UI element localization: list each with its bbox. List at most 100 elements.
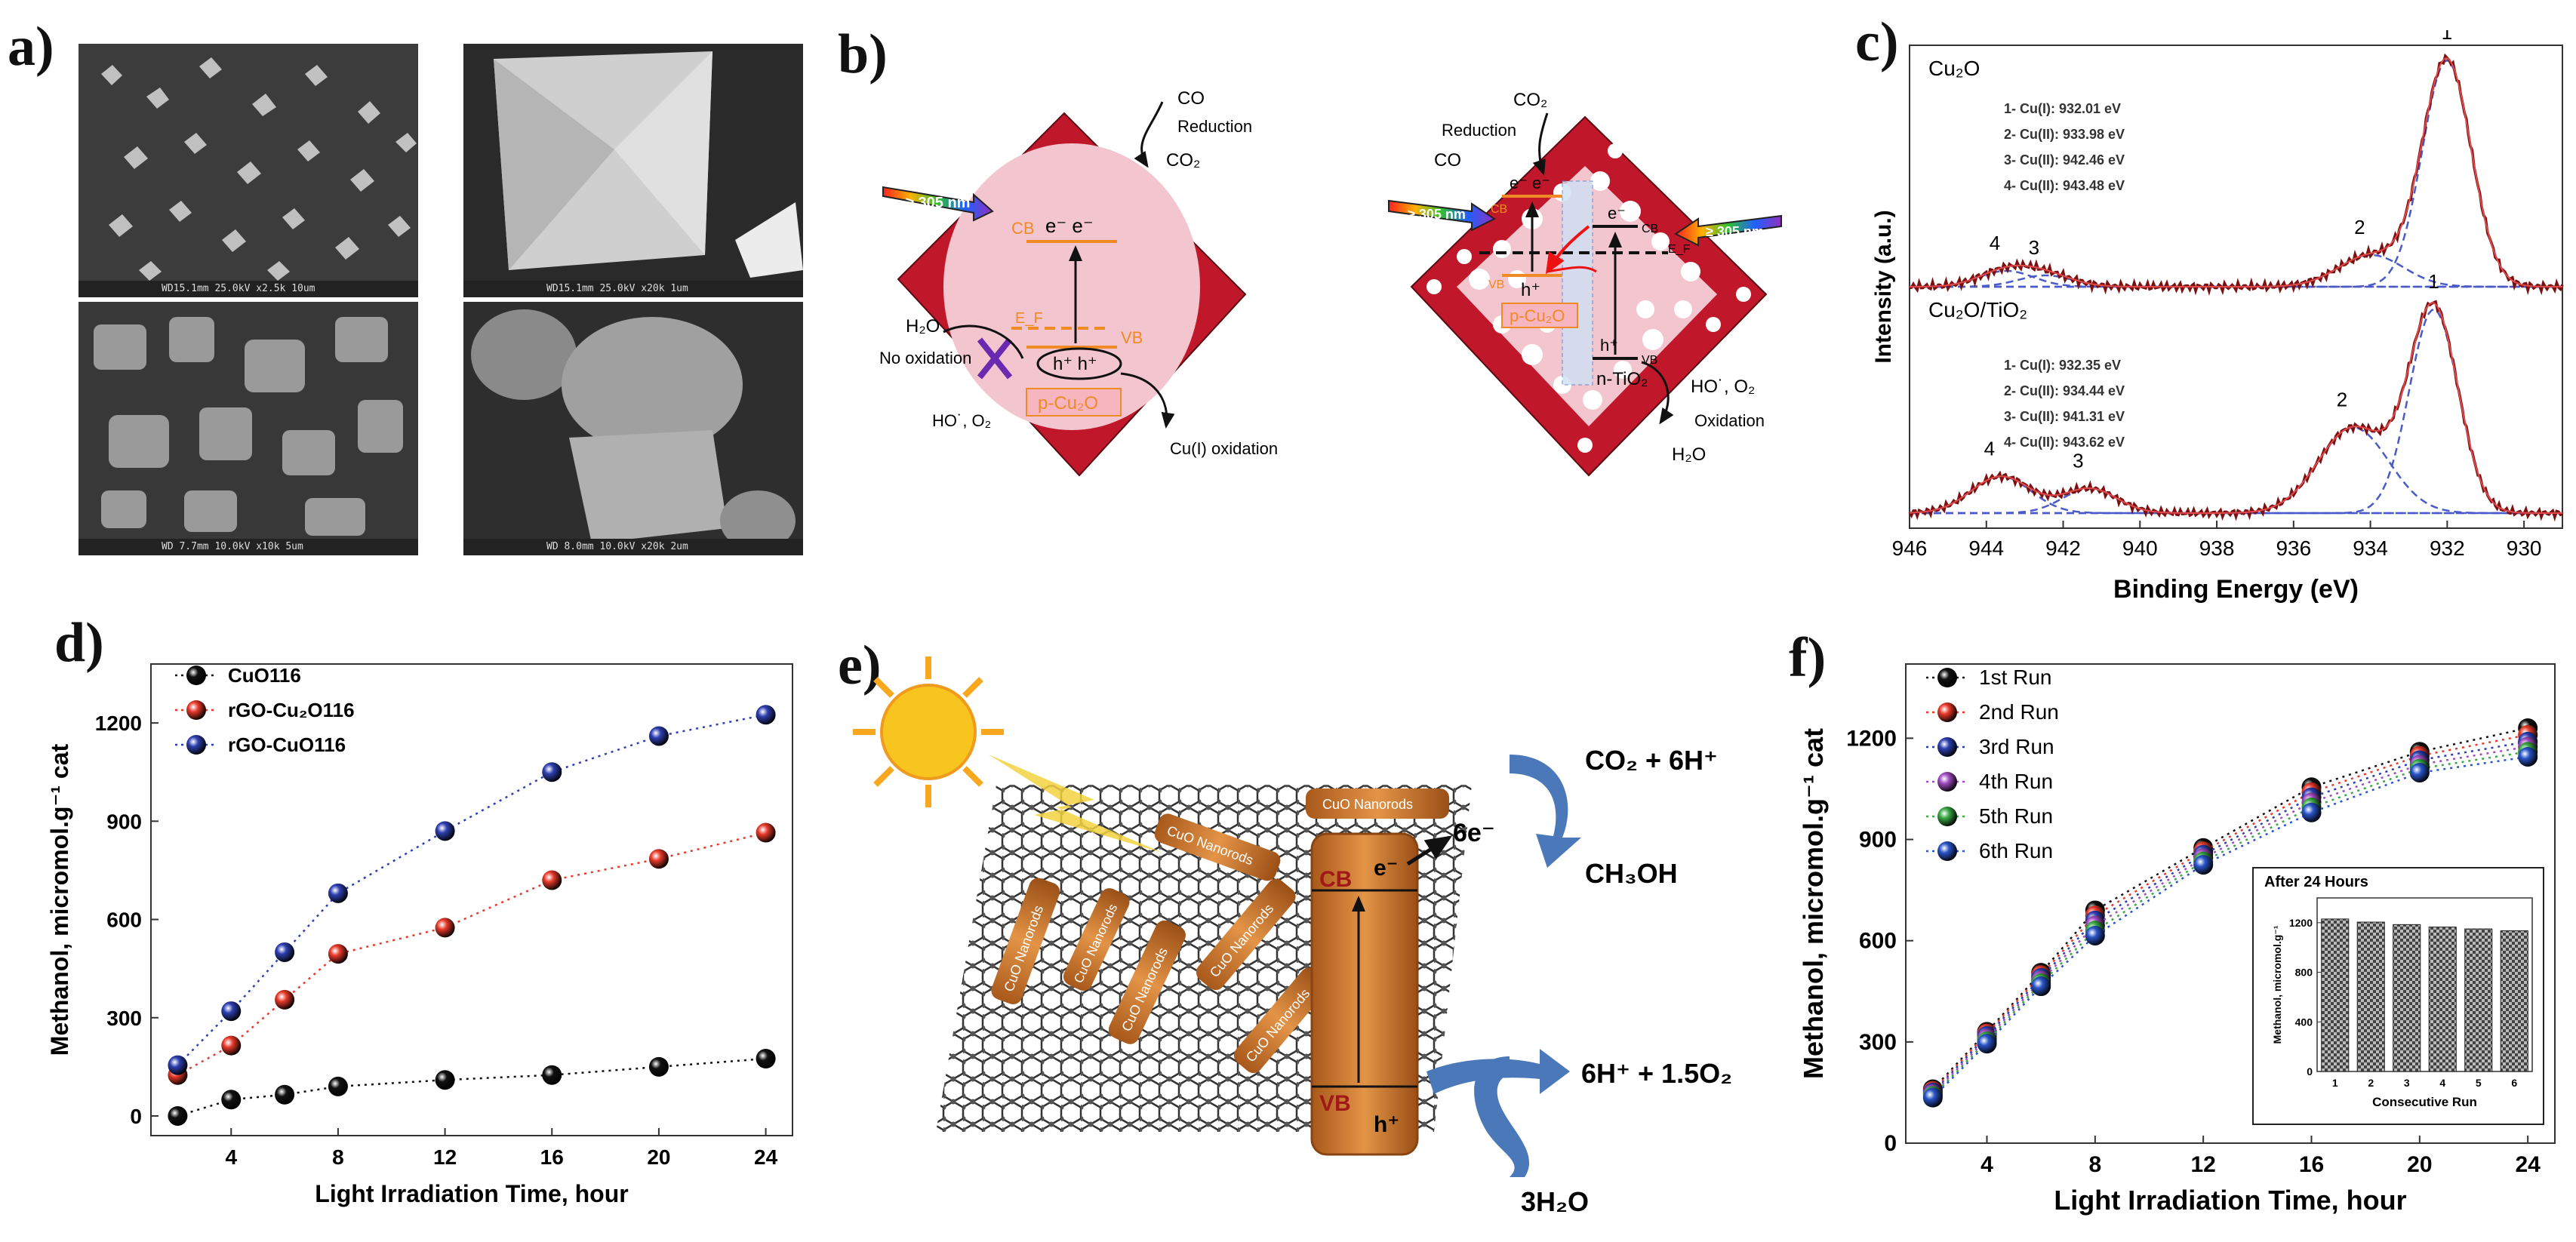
cb-left-label: CB: [1491, 203, 1507, 216]
x-tick-label: 944: [1968, 536, 2004, 560]
vb-label: VB: [1121, 328, 1143, 347]
data-point: [221, 1090, 242, 1110]
peak-list-entry: 4- Cu(II): 943.62 eV: [2004, 435, 2125, 450]
panel-label-e: e): [838, 635, 882, 696]
co-label: CO: [1434, 150, 1461, 171]
sun-icon: [853, 656, 1004, 807]
legend-label: CuO116: [228, 664, 301, 687]
inset-bar: [2393, 924, 2421, 1072]
svg-text:≥ 305 nm: ≥ 305 nm: [1706, 224, 1764, 239]
co2-reduction-arrow: [1510, 755, 1581, 868]
x-tick-label: 946: [1892, 536, 1928, 560]
data-point: [648, 726, 669, 746]
x-tick-label: 934: [2353, 536, 2388, 560]
x-tick-label: 936: [2276, 536, 2311, 560]
co2-label: CO₂ + 6H⁺: [1585, 745, 1718, 776]
inset-x-axis-label: Consecutive Run: [2372, 1095, 2477, 1109]
data-point: [542, 1065, 562, 1085]
svg-text:≥ 305 nm: ≥ 305 nm: [1408, 207, 1466, 222]
x-axis-label: Light Irradiation Time, hour: [315, 1180, 628, 1207]
sem-octahedra-texture: [101, 57, 417, 281]
ef-label: E_F: [1015, 310, 1043, 327]
y-tick-label: 0: [1884, 1131, 1897, 1156]
y-tick-label: 1200: [1846, 726, 1897, 751]
legend-marker: [1937, 841, 1957, 861]
data-point: [756, 705, 776, 725]
data-point: [435, 1070, 455, 1090]
x-tick-label: 8: [2088, 1152, 2101, 1177]
y-tick-label: 900: [1859, 828, 1897, 853]
legend-marker: [1937, 668, 1957, 687]
sem-image-clusters: WD 7.7mm 10.0kV x10k 5um: [78, 302, 418, 555]
panel-label-d: d): [54, 612, 104, 674]
lightning-icon: [989, 755, 1162, 853]
cu2o-tio2-diagram: e⁻ e⁻ e⁻ CB CB E_F VB VB h⁺ h⁺ p-Cu₂O n-…: [1388, 90, 1782, 477]
series-line: [1931, 746, 2528, 1096]
legend-label: 3rd Run: [1979, 735, 2054, 758]
inset-x-tick-label: 6: [2511, 1077, 2517, 1089]
hoo2-label: HO˙, O₂: [1691, 377, 1755, 397]
data-point: [2085, 925, 2105, 945]
svg-text:≥ 305 nm: ≥ 305 nm: [906, 195, 970, 211]
spectrum-fit-line: [1909, 302, 2563, 514]
reduction-label: Reduction: [1442, 121, 1516, 140]
spectrum-data-line: [1909, 53, 2564, 297]
oxidation-output-arrow: [1426, 1049, 1570, 1094]
peak-list-entry: 1- Cu(I): 932.01 eV: [2004, 101, 2121, 116]
peak-number-label: 4: [1990, 232, 2000, 254]
panel-label-c: c): [1855, 11, 1899, 73]
inset-y-tick-label: 1200: [2289, 917, 2313, 929]
inset-y-tick-label: 800: [2295, 967, 2313, 979]
y-tick-label: 900: [106, 810, 142, 833]
panel-label-f: f): [1789, 627, 1827, 689]
component-curve: [1909, 269, 2561, 288]
component-curve: [1909, 274, 2561, 288]
x-tick-label: 932: [2430, 536, 2465, 560]
series-line: [1931, 740, 2528, 1093]
y-tick-label: 600: [1859, 929, 1897, 954]
inset-title: After 24 Hours: [2264, 874, 2368, 890]
cu-oxidation-label: Cu(I) oxidation: [1170, 439, 1278, 458]
electrons-label: e⁻ e⁻: [1510, 174, 1550, 192]
cu2o-crystal-diagram: CB e⁻ e⁻ E_F VB h⁺ h⁺ p-Cu₂O ≥ 305 nm CO…: [879, 88, 1278, 477]
inset-plot-frame: [2316, 897, 2533, 1072]
y-axis-label: Methanol, micromol.g⁻¹ cat: [1798, 728, 1829, 1079]
sem-clusters-texture: [94, 317, 403, 536]
x-tick-label: 8: [332, 1145, 344, 1169]
data-point: [221, 1001, 242, 1022]
peak-list-entry: 2- Cu(II): 933.98 eV: [2004, 127, 2125, 142]
light-arrow-left: ≥ 305 nm: [882, 186, 994, 222]
light-arrow-right: ≥ 305 nm: [1674, 214, 1782, 247]
x-tick-label: 16: [540, 1145, 564, 1169]
data-point: [2193, 855, 2214, 875]
data-point: [328, 1076, 348, 1096]
legend-marker: [186, 735, 206, 755]
peak-list-entry: 3- Cu(II): 941.31 eV: [2004, 409, 2125, 424]
component-curve: [1910, 254, 2561, 288]
x-tick-label: 940: [2122, 536, 2158, 560]
inset-y-axis-label: Methanol, micromol.g⁻¹: [2271, 925, 2283, 1044]
cb-label: CB: [1011, 219, 1035, 238]
sem-image-single-crystal: WD15.1mm 25.0kV x20k 1um: [463, 44, 803, 297]
data-point: [1977, 1034, 1997, 1054]
six-electron-label: 6e⁻: [1453, 819, 1495, 847]
panel-label-a: a): [8, 16, 54, 78]
x-tick-label: 12: [2190, 1152, 2215, 1177]
data-point: [2409, 762, 2430, 782]
series-line: [1931, 755, 2528, 1099]
panel-label-b: b): [838, 23, 888, 85]
reduction-label: Reduction: [1177, 117, 1252, 136]
co-label: CO: [1177, 88, 1205, 109]
y-tick-label: 1200: [95, 712, 142, 735]
x-axis-label: Binding Energy (eV): [2113, 575, 2359, 604]
data-point: [756, 822, 776, 843]
plot-frame: [150, 663, 793, 1136]
light-arrow-left: ≥ 305 nm: [1388, 199, 1496, 232]
material-left-label: p-Cu₂O: [1510, 306, 1565, 325]
data-point: [435, 918, 455, 938]
series-line: [1931, 751, 2528, 1097]
x-tick-label: 20: [647, 1145, 670, 1169]
peak-list-entry: 2- Cu(II): 934.44 eV: [2004, 383, 2125, 398]
